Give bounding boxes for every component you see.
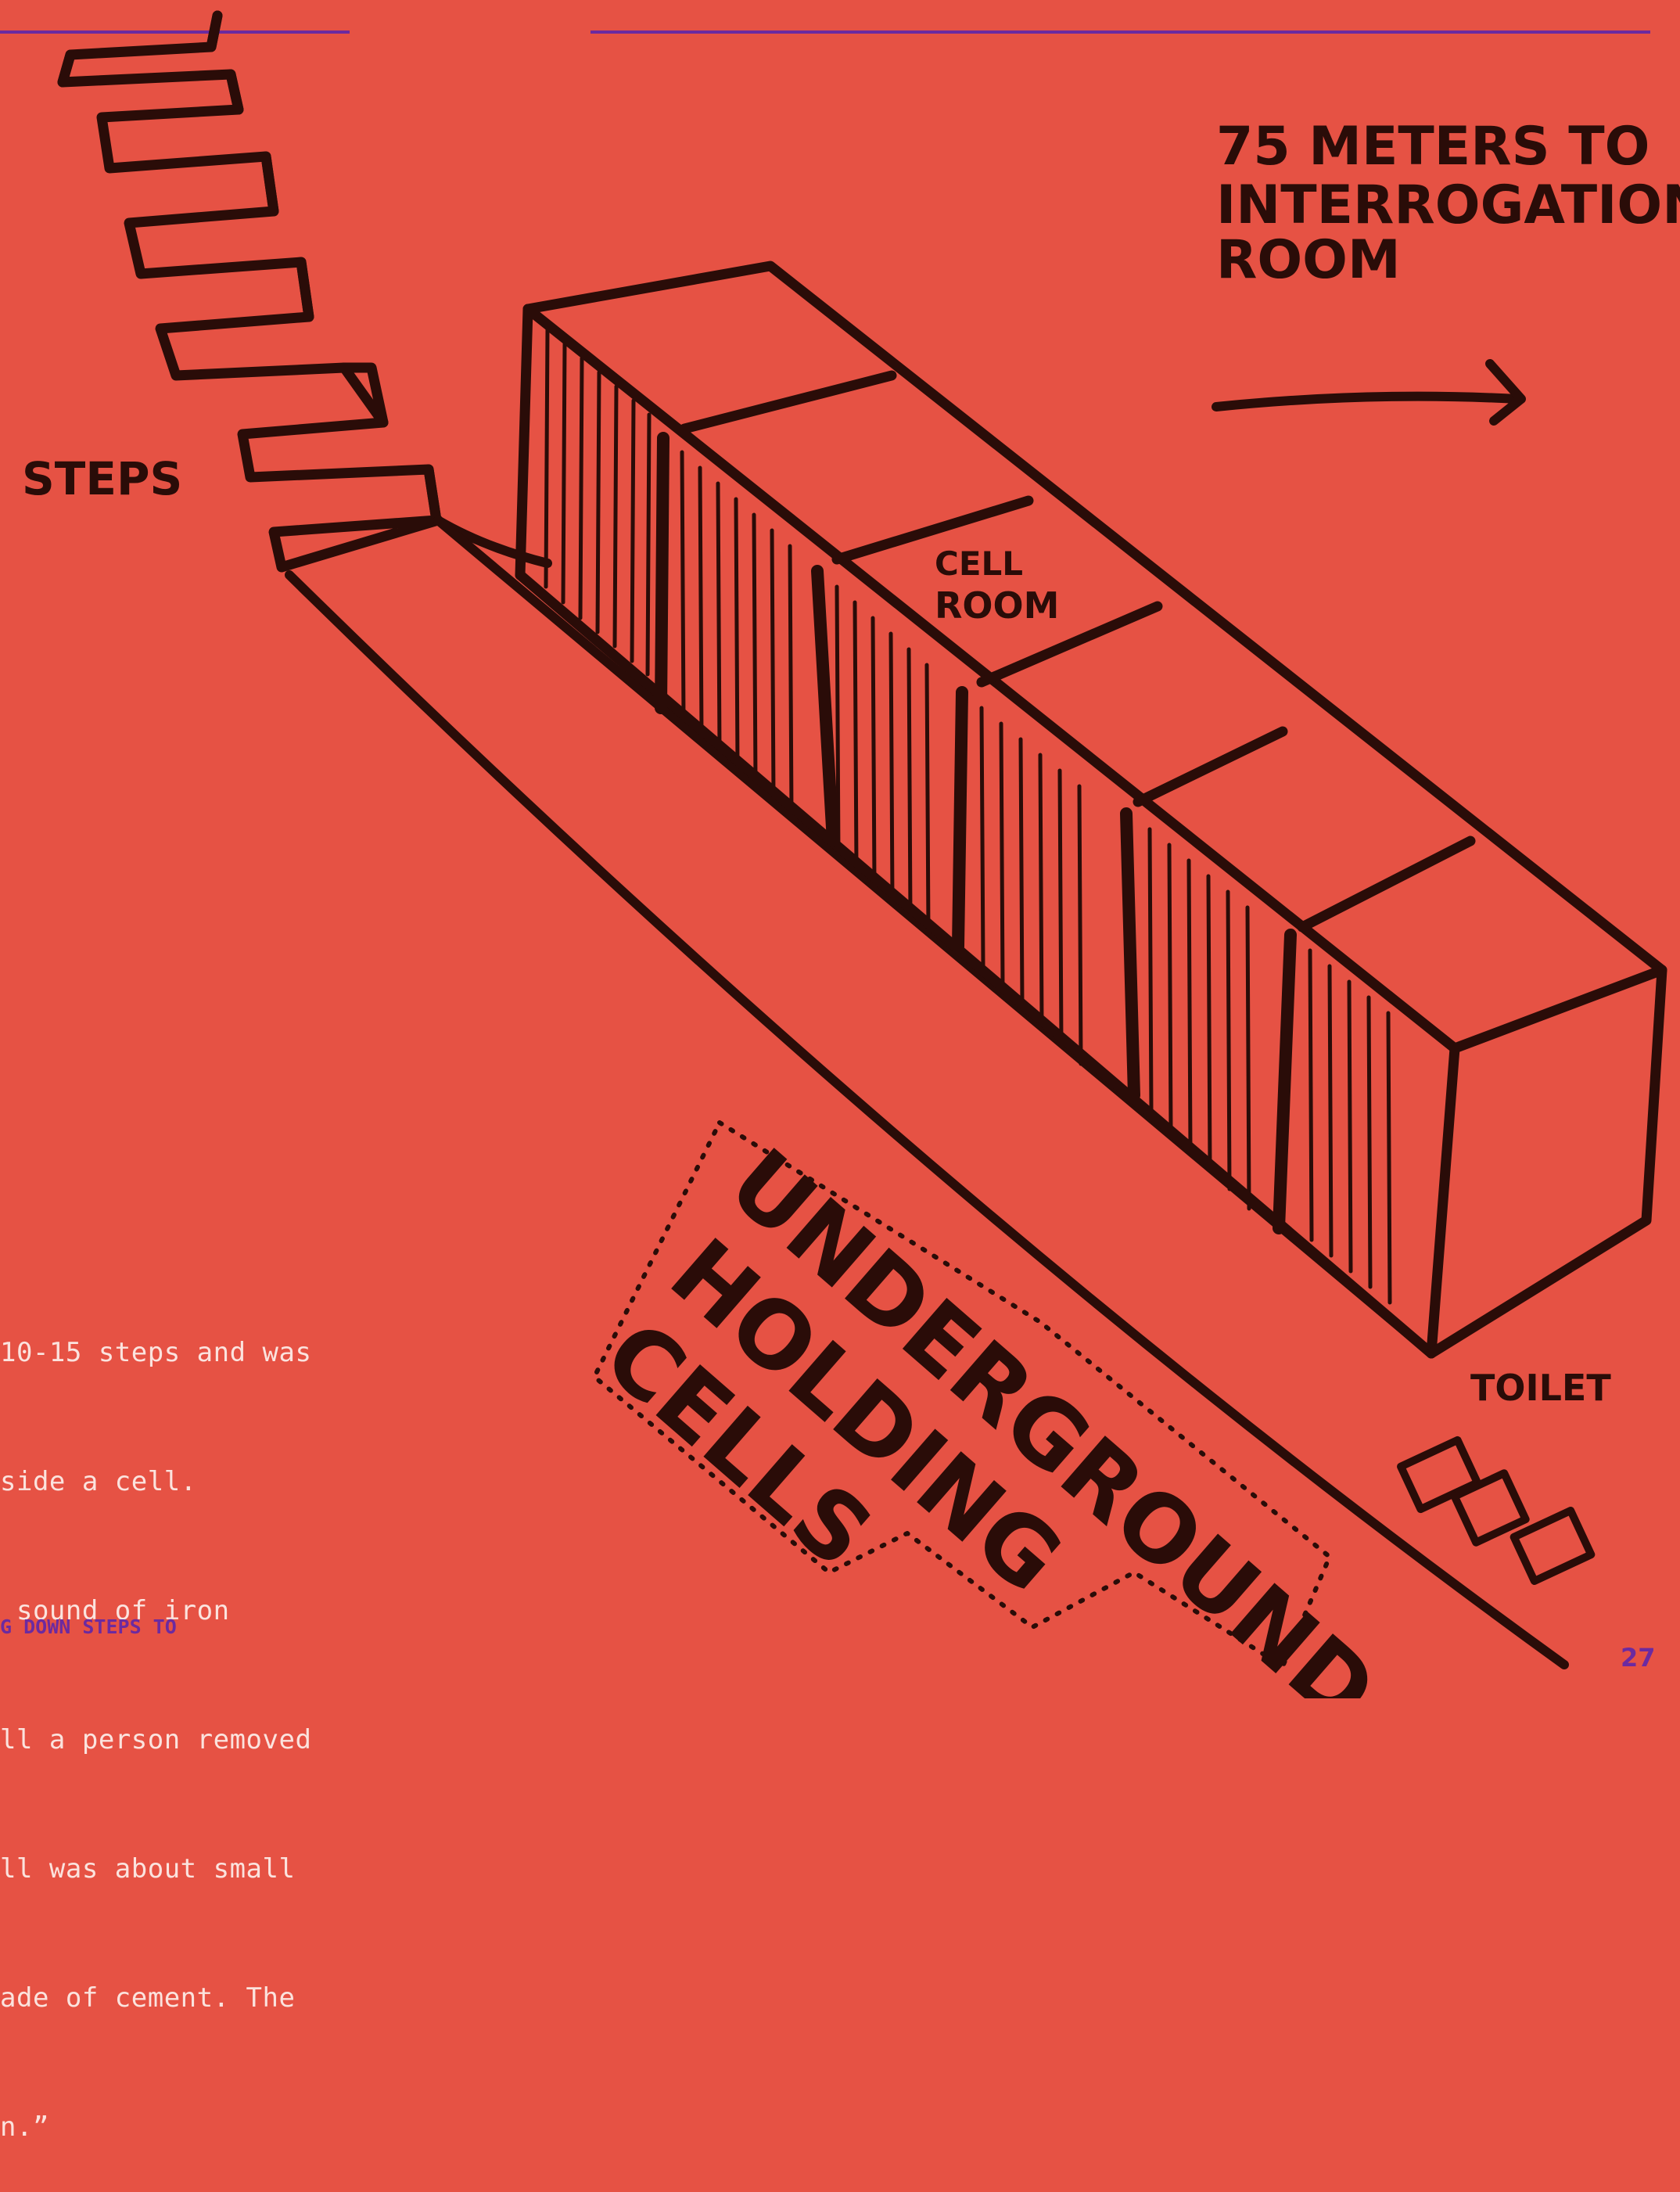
cell-bars — [546, 329, 1390, 1303]
cell-block-drawing — [520, 266, 1662, 1353]
cell-room-label-line1: CELL — [935, 544, 1023, 583]
quote-line: n.” — [0, 2106, 344, 2149]
cell-room-label-line2: ROOM — [935, 584, 1059, 627]
quote-line: ll a person removed — [0, 1719, 344, 1762]
testimony-quote: 10-15 steps and was side a cell. sound o… — [0, 1245, 344, 2192]
page-number: 27 — [1621, 1643, 1656, 1673]
steps-label: STEPS — [22, 452, 182, 505]
interrogation-label-line1: 75 METERS TO — [1216, 116, 1649, 178]
quote-line: ade of cement. The — [0, 1977, 344, 2020]
figure-caption: G DOWN STEPS TO — [0, 1615, 177, 1638]
interrogation-label-line3: ROOM — [1216, 229, 1401, 291]
interrogation-label-line2: INTERROGATION — [1216, 174, 1680, 236]
quote-line: side a cell. — [0, 1461, 344, 1504]
quote-line: ll was about small — [0, 1848, 344, 1891]
toilet-label: TOILET — [1470, 1367, 1611, 1409]
arrow-right-icon — [1216, 364, 1521, 421]
quote-line: 10-15 steps and was — [0, 1331, 344, 1374]
